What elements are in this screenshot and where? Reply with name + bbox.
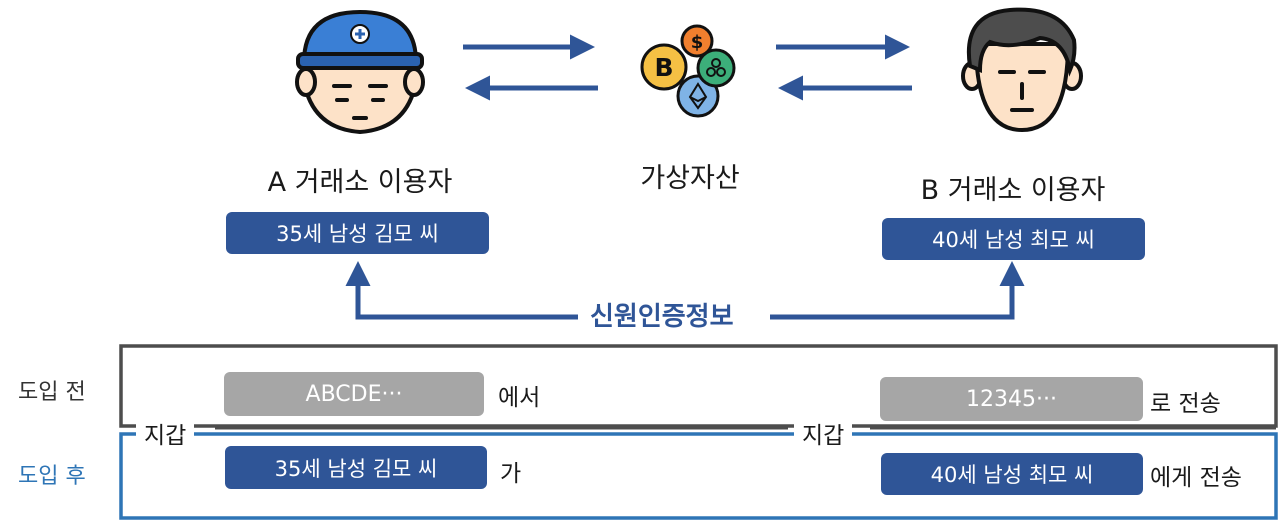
before-to-suffix: 로 전송 <box>1150 391 1221 417</box>
before-from-suffix: 에서 <box>498 385 541 411</box>
before-from-wallet: ABCDE··· <box>224 372 484 416</box>
user-b-identity-tag: 40세 남성 최모 씨 <box>882 218 1145 260</box>
crypto-coins-icon: $ B <box>640 24 736 118</box>
user-b-label: B 거래소 이용자 <box>920 175 1106 206</box>
after-to-identity-tag: 40세 남성 최모 씨 <box>881 453 1143 495</box>
after-from-suffix: 가 <box>500 461 522 487</box>
asset-label: 가상자산 <box>640 163 740 194</box>
user-a-identity-tag: 35세 남성 김모 씨 <box>226 212 489 254</box>
wallet-label-right: 지갑 <box>794 416 853 450</box>
credential-connector-left <box>345 261 600 320</box>
before-to-wallet: 12345··· <box>880 377 1143 421</box>
person-icon <box>961 7 1083 133</box>
svg-text:$: $ <box>691 32 704 53</box>
wallet-label-left: 지갑 <box>136 416 195 450</box>
after-to-suffix: 에게 전송 <box>1150 465 1242 491</box>
credential-connector-right <box>770 261 1025 320</box>
svg-text:B: B <box>654 53 673 82</box>
wallet-divider <box>215 426 1276 436</box>
after-row-label: 도입 후 <box>18 464 86 489</box>
helmet-person-icon <box>295 9 425 135</box>
before-row-label: 도입 전 <box>18 380 86 405</box>
user-a-label: A 거래소 이용자 <box>267 167 453 198</box>
before-box <box>119 344 1278 428</box>
credential-label: 신원인증정보 <box>578 296 746 333</box>
after-from-identity-tag: 35세 남성 김모 씨 <box>225 446 487 489</box>
